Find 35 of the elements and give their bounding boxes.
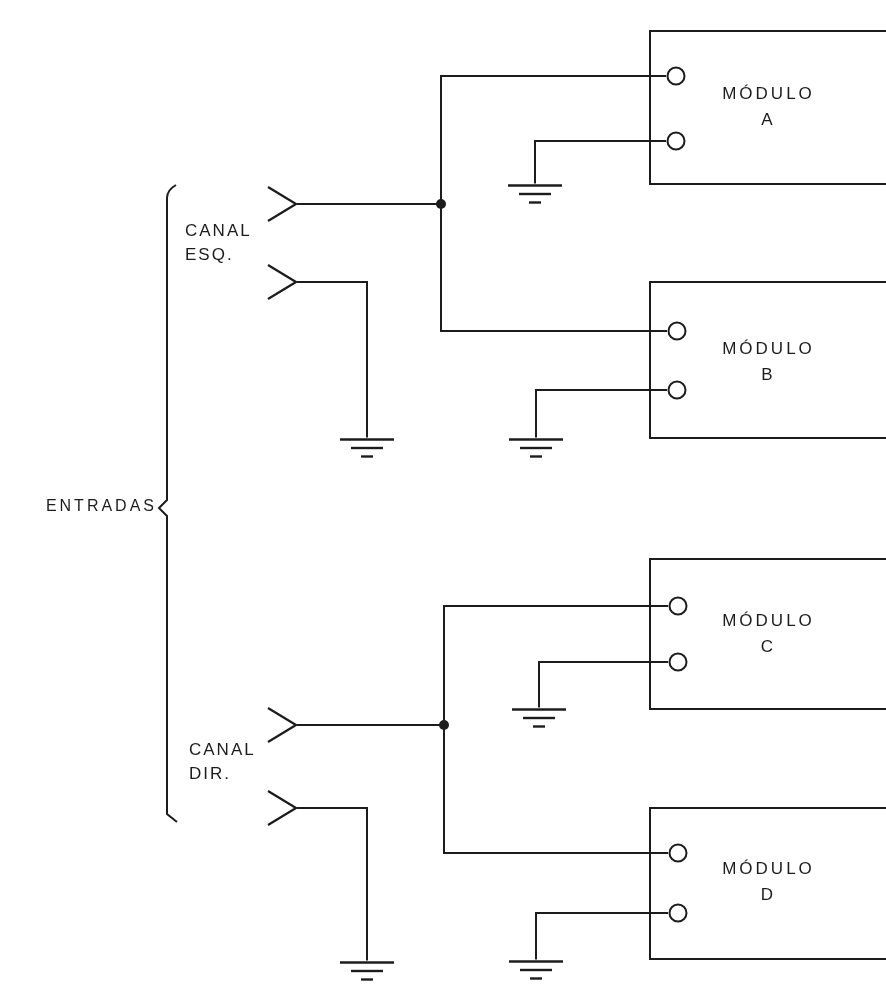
wire [535, 912, 669, 961]
terminal-circle [667, 321, 687, 341]
module-label: MÓDULO C [722, 610, 815, 658]
input-jack-symbol [267, 264, 297, 300]
terminal-circle [667, 380, 687, 400]
terminal-circle [668, 903, 688, 923]
ground-symbol [508, 183, 562, 204]
input-jack-symbol [267, 790, 297, 826]
module-label: MÓDULO A [722, 83, 815, 131]
module-block [649, 30, 886, 185]
channel-label: CANAL ESQ. [185, 220, 252, 266]
terminal-circle [668, 843, 688, 863]
wire [296, 281, 368, 439]
terminal-circle [666, 66, 686, 86]
module-label: MÓDULO D [722, 858, 815, 906]
ground-symbol [509, 437, 563, 458]
wire [538, 661, 669, 709]
module-block [649, 807, 886, 960]
module-block [649, 558, 886, 710]
ground-symbol [340, 960, 394, 981]
terminal-circle [668, 652, 688, 672]
terminal-circle [666, 131, 686, 151]
channel-label: CANAL DIR. [189, 739, 256, 785]
inputs-label: ENTRADAS [45, 496, 157, 516]
ground-symbol [340, 437, 394, 458]
module-label: MÓDULO B [722, 338, 815, 386]
wire [535, 389, 668, 439]
input-jack-symbol [267, 186, 297, 222]
ground-symbol [512, 707, 566, 728]
ground-symbol [509, 959, 563, 980]
wire [296, 807, 368, 962]
module-block [649, 281, 886, 439]
wire [534, 140, 667, 185]
terminal-circle [668, 596, 688, 616]
input-jack-symbol [267, 707, 297, 743]
